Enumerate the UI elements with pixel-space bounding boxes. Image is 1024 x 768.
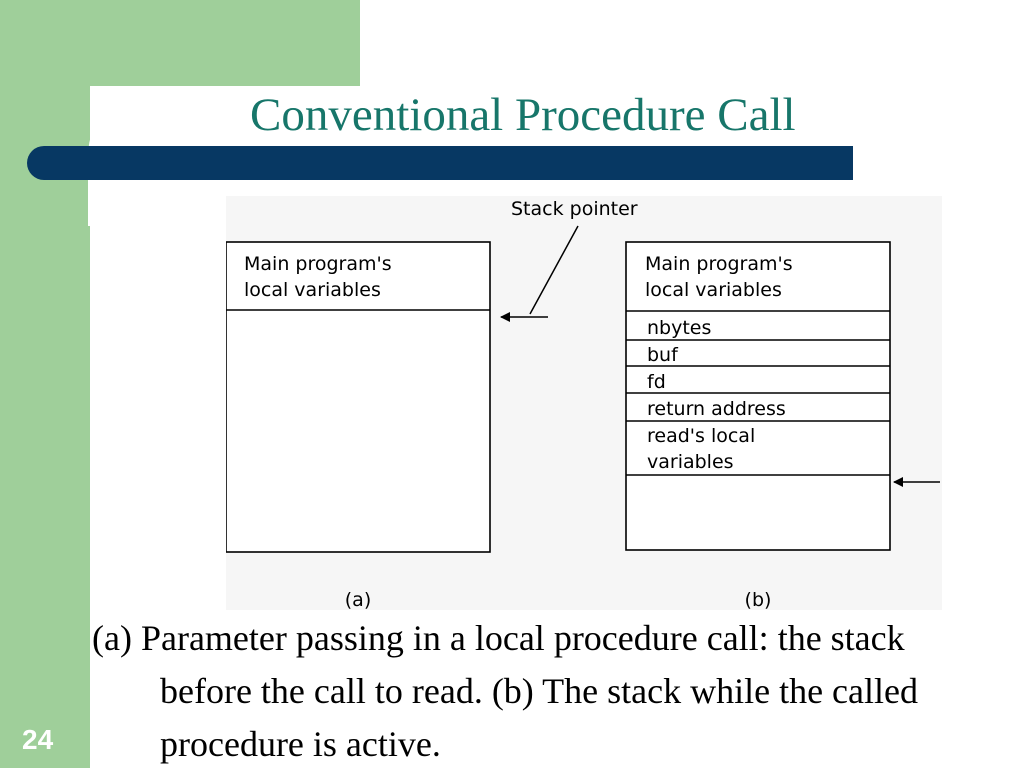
caption-text: (a) Parameter passing in a local procedu… xyxy=(92,618,918,764)
panel-b-top-line2: local variables xyxy=(645,279,782,301)
slide-number: 24 xyxy=(22,724,54,755)
stack-pointer-leader-line xyxy=(529,225,579,315)
panel-a-top-line1: Main program's xyxy=(244,253,392,275)
panel-b-entry-buf: buf xyxy=(647,344,679,366)
stack-diagram: Stack pointer Main program's local varia… xyxy=(225,196,942,611)
panel-b-locals-line2: variables xyxy=(647,451,734,473)
top-decorative-band xyxy=(0,0,360,86)
stack-pointer-label: Stack pointer xyxy=(511,198,638,220)
stack-diagram-svg: Stack pointer Main program's local varia… xyxy=(225,198,940,611)
panel-a-top-line2: local variables xyxy=(244,279,381,301)
title-underline-bar xyxy=(27,146,853,180)
panel-a-stack-box xyxy=(225,241,491,553)
panel-b-stack-box xyxy=(625,241,891,551)
panel-b-entry-return-address: return address xyxy=(647,398,786,420)
panel-b-top-line1: Main program's xyxy=(645,253,793,275)
left-decorative-band xyxy=(0,0,90,768)
slide-caption: (a) Parameter passing in a local procedu… xyxy=(92,612,1002,768)
panel-b-entry-fd: fd xyxy=(647,371,666,393)
slide-title: Conventional Procedure Call xyxy=(250,89,796,141)
panel-a-label: (a) xyxy=(345,589,371,610)
panel-b-locals-line1: read's local xyxy=(647,425,755,447)
panel-b-entry-nbytes: nbytes xyxy=(647,317,711,339)
panel-b-label: (b) xyxy=(745,589,772,610)
